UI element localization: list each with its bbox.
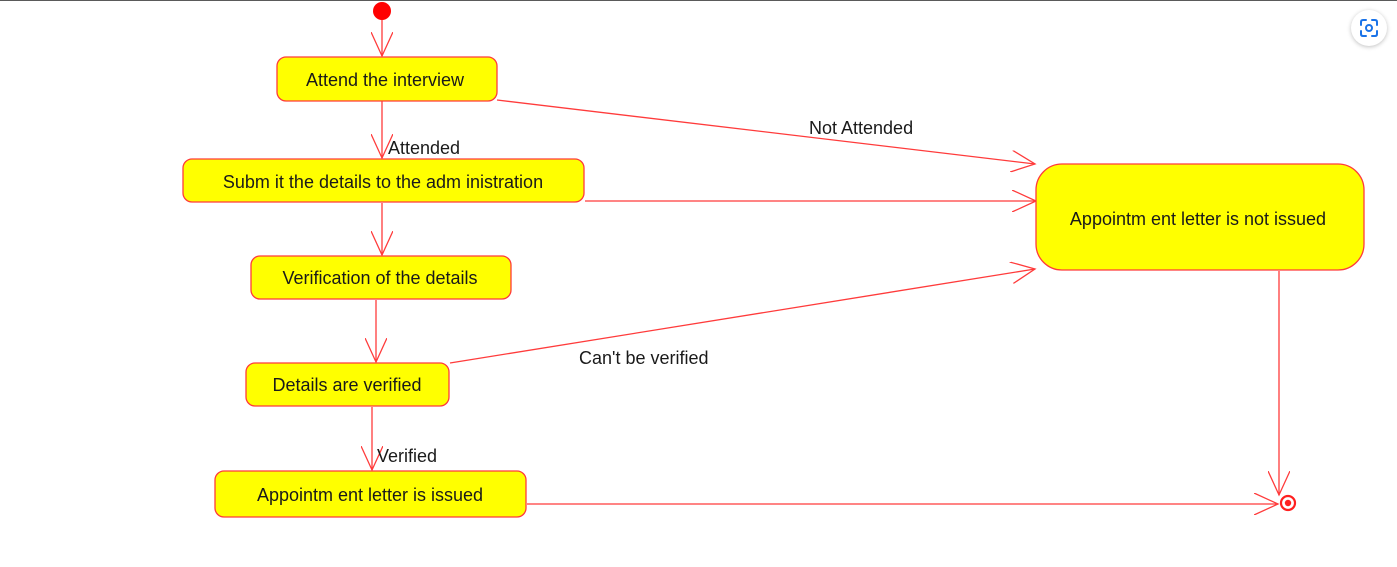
lens-scan-button[interactable]: [1351, 10, 1387, 46]
node-letter-not-issued: Appointm ent letter is not issued: [1035, 163, 1365, 271]
edge-label-cant-verify: Can't be verified: [579, 348, 709, 368]
node-letter-not-issued-label: Appointm ent letter is not issued: [1070, 209, 1326, 229]
node-attend-interview-label: Attend the interview: [306, 70, 465, 90]
node-attend-interview: Attend the interview: [276, 56, 498, 102]
start-node: [373, 2, 391, 20]
node-details-verified: Details are verified: [245, 362, 450, 407]
edge-label-not-attended: Not Attended: [809, 118, 913, 138]
node-submit-details: Subm it the details to the adm inistrati…: [182, 158, 585, 203]
node-letter-issued: Appointm ent letter is issued: [214, 470, 527, 518]
node-verification: Verification of the details: [250, 255, 512, 300]
edge-label-verified: Verified: [377, 446, 437, 466]
edge-attend-to-not-issued: [496, 99, 1035, 164]
node-letter-issued-label: Appointm ent letter is issued: [257, 485, 483, 505]
lens-scan-icon: [1360, 19, 1378, 37]
node-details-verified-label: Details are verified: [272, 375, 421, 395]
node-submit-details-label: Subm it the details to the adm inistrati…: [223, 172, 543, 192]
end-node: [1279, 494, 1297, 512]
edge-label-attended: Attended: [388, 138, 460, 158]
node-verification-label: Verification of the details: [282, 268, 477, 288]
edge-verified-to-not-issued: [449, 269, 1035, 364]
